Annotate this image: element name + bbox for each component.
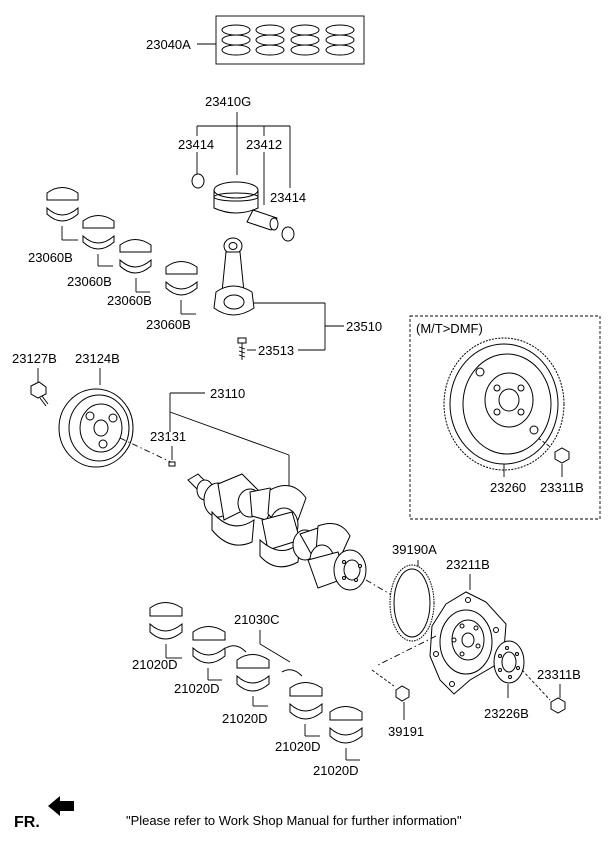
flywheel-bolt-dmf [537,437,570,464]
label-main-bearing-4: 21020D [275,739,321,754]
label-main-bearing-3: 21020D [222,711,268,726]
label-crankshaft: 23110 [210,386,245,401]
conrod-bearing-1 [46,187,79,241]
label-main-bearing-2: 21020D [174,681,220,696]
label-piston-ring-set: 23040A [146,37,191,52]
label-crank-key: 23131 [150,429,186,444]
main-bearing-2 [192,626,226,681]
label-main-bearing-5: 21020D [313,763,359,778]
piston-pin [246,209,279,231]
label-conrod-bearing-1: 23060B [28,250,73,265]
front-direction-arrow-icon [48,796,74,816]
label-dual-mass-flywheel: 23260 [490,480,526,495]
label-ring-gear-plate: 39190A [392,542,437,557]
piston-ring-set [197,15,365,65]
label-snap-ring-right: 23414 [270,190,306,205]
pulley-bolt [30,381,49,407]
conrod-bearing-4 [165,261,198,315]
ring-gear-plate [389,564,435,642]
label-conrod-bearing-4: 23060B [146,317,191,332]
conrod-bearing-2 [82,215,115,267]
label-plate-bolt: 39191 [388,724,424,739]
footer-note: "Please refer to Work Shop Manual for fu… [126,813,462,828]
drive-plate [429,591,507,695]
label-connecting-rod-assy: 23510 [346,319,382,334]
label-piston-assy: 23410G [205,94,251,109]
snap-ring-right [281,226,295,242]
main-bearing-3 [236,654,270,707]
dual-mass-flywheel [443,337,565,471]
piston-leaders [196,112,291,205]
label-flywheel-bolt-dmf: 23311B [540,480,584,495]
conrod-bearing-3 [119,239,152,293]
label-conrod-bearing-2: 23060B [67,274,112,289]
crankshaft-leaders [169,392,290,488]
label-thrust-washer: 21030C [234,612,280,627]
front-direction-label: FR. [14,814,40,831]
main-bearing-1 [149,602,183,659]
flywheel-bolt [550,697,566,714]
label-piston-pin: 23412 [246,137,282,152]
label-snap-ring-left: 23414 [178,137,214,152]
label-conrod-bearing-3: 23060B [107,293,152,308]
label-pulley-bolt: 23127B [12,351,57,366]
label-main-bearing-1: 21020D [132,657,178,672]
piston [213,181,259,214]
conrod-bolt [237,337,247,360]
spacer [493,640,525,684]
label-conrod-bolt: 23513 [258,343,294,358]
label-flywheel-bolt: 23311B [537,667,581,682]
snap-ring-left [191,173,205,189]
label-drive-plate: 23211B [446,557,490,572]
damper-pulley [58,388,134,468]
conrod-leaders [247,302,344,351]
thrust-washer [225,630,303,677]
crankshaft [187,473,367,591]
connecting-rod [213,237,255,316]
dmf-variant-box [409,315,601,520]
label-damper-pulley: 23124B [75,351,120,366]
label-spacer: 23226B [484,706,529,721]
main-bearing-5 [329,706,363,761]
crank-key [168,461,176,467]
plate-bolt [395,685,410,702]
main-bearing-4 [289,682,323,737]
label-dmf-variant: (M/T>DMF) [416,321,483,336]
